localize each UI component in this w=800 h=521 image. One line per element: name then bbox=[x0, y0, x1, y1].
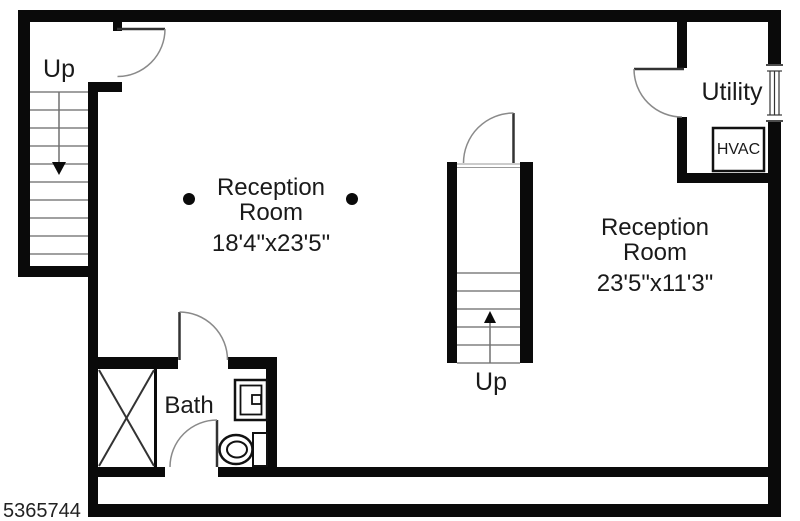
hvac-unit-box bbox=[711, 126, 766, 173]
reception-left-room-name: Reception Room bbox=[216, 174, 326, 226]
stairs-center-up-label: Up bbox=[475, 368, 507, 396]
staircase-center-steps bbox=[457, 272, 520, 364]
bath-room-name: Bath bbox=[164, 392, 214, 419]
wall-bottom-inner-left bbox=[88, 467, 165, 477]
staircase-left bbox=[30, 91, 88, 255]
wall-left-inner bbox=[88, 82, 98, 517]
utility-area bbox=[633, 64, 783, 173]
toilet bbox=[218, 432, 268, 467]
wall-utility-bottom bbox=[677, 173, 768, 183]
staircase-left-steps bbox=[30, 91, 88, 255]
reception-right-room-dimensions: 23'5"x11'3" bbox=[596, 270, 714, 297]
hvac-label: HVAC bbox=[716, 140, 761, 158]
wall-topdoor-stub bbox=[113, 22, 122, 31]
listing-watermark-id: 5365744 bbox=[3, 500, 81, 521]
room-marker-dot-right bbox=[346, 193, 358, 205]
toilet-bowl bbox=[218, 433, 254, 466]
wall-topdoor-corner bbox=[88, 82, 122, 92]
sink bbox=[233, 378, 269, 422]
toilet-bowl-inner bbox=[226, 440, 248, 459]
wall-centerstairs-left bbox=[447, 162, 457, 363]
reception-left-room-dimensions: 18'4"x23'5" bbox=[211, 230, 331, 257]
staircase-left-arrow-down-icon bbox=[52, 162, 66, 175]
utility-room-name: Utility bbox=[701, 78, 763, 106]
walls bbox=[18, 10, 781, 517]
room-marker-dot-left bbox=[183, 193, 195, 205]
wall-utility-left-lower bbox=[677, 117, 687, 183]
wall-bottom-outer bbox=[88, 504, 781, 517]
stairs-left-up-label: Up bbox=[43, 55, 75, 83]
door-top-left-swing-arc bbox=[117, 28, 166, 78]
wall-centerstairs-right bbox=[520, 162, 533, 363]
wall-top bbox=[18, 10, 781, 22]
wall-stairbay-bottom bbox=[18, 266, 97, 277]
reception-right-room-name: Reception Room bbox=[600, 214, 710, 266]
wall-bath-top-right bbox=[228, 357, 277, 369]
shower-stall-diagonal-2 bbox=[98, 369, 155, 467]
toilet-tank bbox=[252, 432, 268, 467]
wall-bath-top-left bbox=[88, 357, 178, 369]
door-bath-entry bbox=[178, 311, 229, 361]
wall-right bbox=[768, 10, 781, 517]
door-top-left bbox=[117, 27, 166, 78]
door-bath-bottom bbox=[169, 419, 219, 468]
staircase-center-arrow-up-icon bbox=[484, 311, 496, 323]
door-centerstairs-swing-arc bbox=[462, 112, 514, 164]
window-utility bbox=[766, 64, 783, 122]
door-bath-entry-swing-arc bbox=[179, 311, 229, 361]
wall-utility-left-upper bbox=[677, 22, 687, 68]
staircase-center bbox=[457, 112, 520, 364]
shower-stall bbox=[98, 369, 157, 467]
wall-bath-right bbox=[266, 357, 277, 467]
wall-left-outer bbox=[18, 10, 30, 277]
wall-bottom-inner-right bbox=[218, 467, 781, 477]
sink-faucet bbox=[251, 394, 262, 405]
door-utility-swing-arc bbox=[633, 68, 683, 118]
door-bath-bottom-swing-arc bbox=[169, 419, 218, 468]
bath-area bbox=[98, 311, 269, 468]
door-utility bbox=[633, 67, 684, 118]
